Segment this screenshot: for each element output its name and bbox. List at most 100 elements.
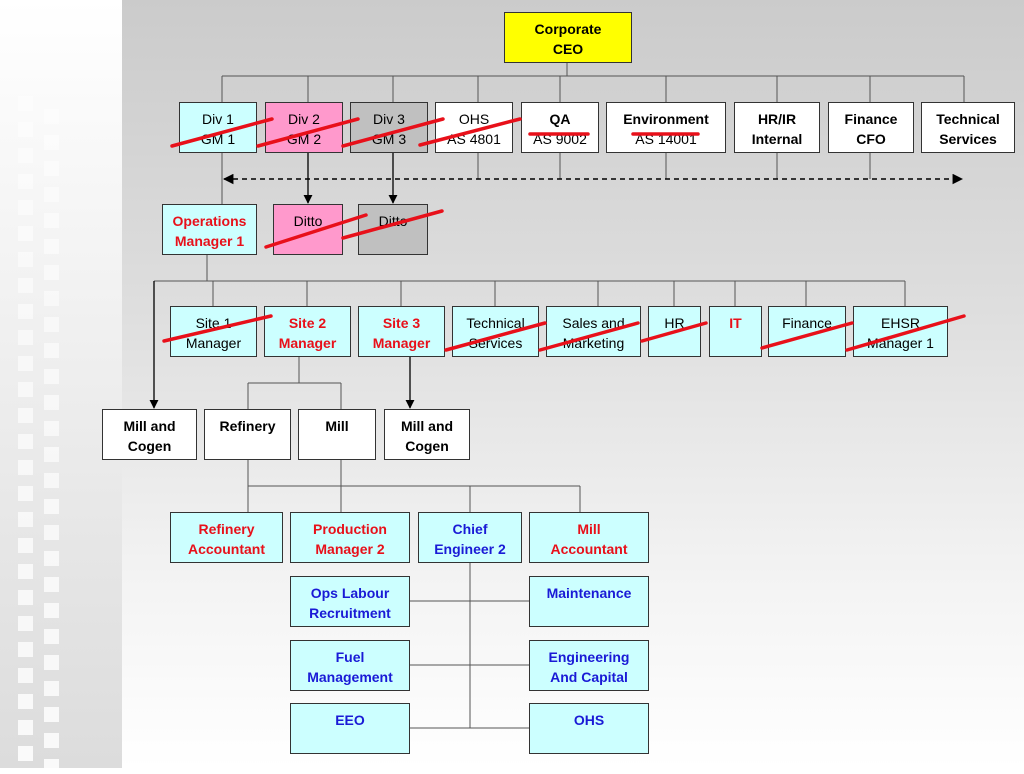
node-line: Chief xyxy=(452,521,488,537)
node-line: Refinery xyxy=(219,418,276,434)
node-line: Div 2 xyxy=(288,111,320,127)
decorative-square xyxy=(44,733,59,748)
node-mill: Mill xyxy=(298,409,376,460)
node-line: Management xyxy=(307,669,393,685)
node-ops-labour-recruitment: Ops Labour Recruitment xyxy=(290,576,410,627)
node-line: Ditto xyxy=(378,213,408,229)
node-hr-ir: HR/IR Internal xyxy=(734,102,820,153)
node-line: Mill xyxy=(577,521,601,537)
node-line: Mill xyxy=(325,418,349,434)
decorative-square xyxy=(44,707,59,722)
connector-lines xyxy=(154,63,965,729)
decorative-square xyxy=(44,187,59,202)
decorative-square xyxy=(18,408,33,423)
decorative-square xyxy=(18,486,33,501)
decorative-square xyxy=(44,369,59,384)
node-line: CEO xyxy=(552,41,584,57)
node-line: CFO xyxy=(856,131,886,147)
node-line: Operations xyxy=(172,213,247,229)
node-line: AS 4801 xyxy=(447,131,501,147)
node-ohs-top: OHS AS 4801 xyxy=(435,102,513,153)
node-line: Site 2 xyxy=(288,315,327,331)
decorative-square xyxy=(18,694,33,709)
decorative-square xyxy=(18,434,33,449)
decorative-square xyxy=(44,135,59,150)
node-line: Ditto xyxy=(293,213,323,229)
node-site3-manager: Site 3 Manager xyxy=(358,306,445,357)
decorative-sidebar xyxy=(0,0,122,774)
node-environment: Environment AS 14001 xyxy=(606,102,726,153)
node-mill-accountant: Mill Accountant xyxy=(529,512,649,563)
decorative-square xyxy=(18,148,33,163)
decorative-square xyxy=(18,564,33,579)
node-line: Environment xyxy=(623,111,709,127)
node-line: Mill and xyxy=(123,418,176,434)
decorative-square xyxy=(44,499,59,514)
node-line: OHS xyxy=(458,111,490,127)
node-ditto-div3: Ditto xyxy=(358,204,428,255)
node-line: OHS xyxy=(573,712,605,728)
node-line: GM 3 xyxy=(371,131,407,147)
decorative-square xyxy=(18,252,33,267)
decorative-square xyxy=(44,343,59,358)
node-ditto-div2: Ditto xyxy=(273,204,343,255)
node-line: GM 1 xyxy=(200,131,236,147)
decorative-square xyxy=(44,109,59,124)
node-line: Technical xyxy=(936,111,1000,127)
node-finance-mid: Finance xyxy=(768,306,846,357)
node-refinery: Refinery xyxy=(204,409,291,460)
node-qa: QA AS 9002 xyxy=(521,102,599,153)
node-site1-manager: Site 1 Manager xyxy=(170,306,257,357)
node-line: Site 3 xyxy=(382,315,421,331)
decorative-square xyxy=(18,616,33,631)
node-finance-cfo: Finance CFO xyxy=(828,102,914,153)
decorative-square xyxy=(18,200,33,215)
node-div1: Div 1 GM 1 xyxy=(179,102,257,153)
node-line: AS 14001 xyxy=(635,131,697,147)
node-line: Mill and xyxy=(400,418,454,434)
node-div2: Div 2 GM 2 xyxy=(265,102,343,153)
node-line: Internal xyxy=(751,131,803,147)
node-line: Sales and xyxy=(562,315,625,331)
decorative-square xyxy=(44,317,59,332)
decorative-square xyxy=(18,356,33,371)
node-line: Finance xyxy=(782,315,832,331)
node-eeo: EEO xyxy=(290,703,410,754)
node-line: Production xyxy=(313,521,387,537)
decorative-square xyxy=(18,668,33,683)
decorative-square xyxy=(18,278,33,293)
decorative-square xyxy=(44,447,59,462)
decorative-square xyxy=(44,161,59,176)
node-line: Services xyxy=(939,131,997,147)
decorative-square xyxy=(44,577,59,592)
node-line: Finance xyxy=(844,111,898,127)
decorative-square xyxy=(18,512,33,527)
node-line: EEO xyxy=(335,712,365,728)
node-mill-cogen-right: Mill and Cogen xyxy=(384,409,470,460)
decorative-square xyxy=(18,96,33,111)
node-corporate-ceo: Corporate CEO xyxy=(504,12,632,63)
decorative-square xyxy=(18,304,33,319)
node-line: Recruitment xyxy=(309,605,391,621)
node-line: Corporate xyxy=(534,21,602,37)
node-line: Cogen xyxy=(127,438,172,454)
node-line: Manager 1 xyxy=(867,335,934,351)
node-refinery-accountant: Refinery Accountant xyxy=(170,512,283,563)
node-line: EHSR xyxy=(881,315,920,331)
node-sales-marketing: Sales and Marketing xyxy=(546,306,641,357)
decorative-square xyxy=(44,681,59,696)
node-line: Cogen xyxy=(405,438,449,454)
node-technical-services-top: Technical Services xyxy=(921,102,1015,153)
node-site2-manager: Site 2 Manager xyxy=(264,306,351,357)
decorative-square xyxy=(44,473,59,488)
node-mill-cogen-left: Mill and Cogen xyxy=(102,409,197,460)
node-line: Technical xyxy=(466,315,525,331)
decorative-square xyxy=(18,382,33,397)
node-it: IT xyxy=(709,306,762,357)
node-line: Div 3 xyxy=(373,111,405,127)
decorative-square xyxy=(18,330,33,345)
node-line: And Capital xyxy=(550,669,628,685)
decorative-square xyxy=(44,655,59,670)
node-line: Site 1 xyxy=(195,315,232,331)
decorative-square xyxy=(18,226,33,241)
